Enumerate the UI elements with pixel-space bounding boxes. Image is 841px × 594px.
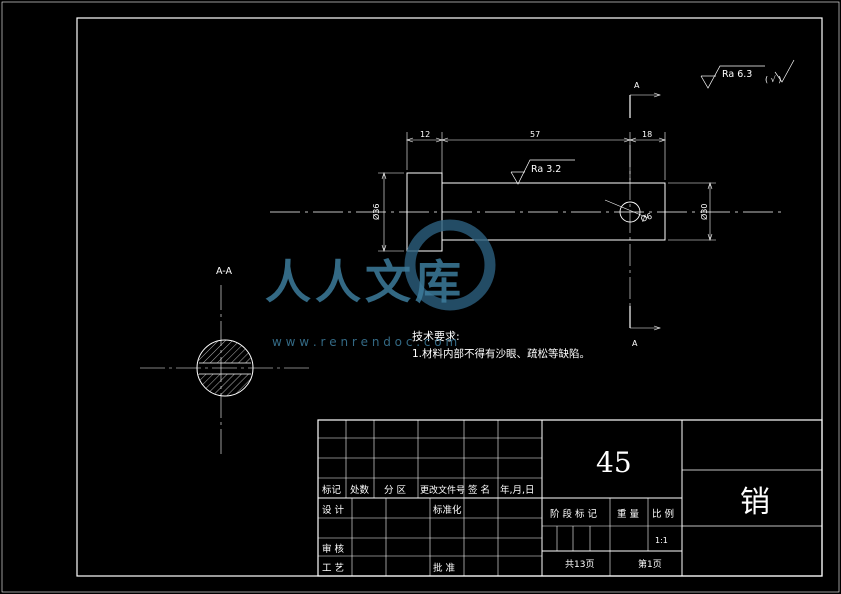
sheet-total: 共13页 xyxy=(565,559,594,570)
part-name: 销 xyxy=(740,485,770,520)
roughness-symbol-general xyxy=(700,59,795,89)
watermark-url: w w w . r e n r e n d o c . c o m xyxy=(272,335,457,349)
tb-biaoji: 标记 xyxy=(322,484,342,496)
length-dimensions xyxy=(406,132,666,180)
dim-dia-head: Ø36 xyxy=(371,204,381,220)
body-diameter-dimension xyxy=(668,182,716,241)
tech-req-item1: 1.材料内部不得有沙眼、疏松等缺陷。 xyxy=(412,347,590,360)
tb-zhongliang: 重 量 xyxy=(617,508,640,520)
tb-biaozhunhua: 标准化 xyxy=(433,504,462,516)
tb-shenhe: 审 核 xyxy=(322,543,345,555)
head-diameter-dimension xyxy=(378,172,404,252)
tb-bili: 比 例 xyxy=(652,508,674,520)
roughness-general-paren: ( √ ) xyxy=(765,75,781,84)
dim-length-end: 18 xyxy=(642,130,652,139)
tb-fenqu: 分 区 xyxy=(384,485,407,496)
section-view xyxy=(140,285,312,458)
roughness-surface-value: Ra 3.2 xyxy=(531,164,561,175)
tb-chushu: 处数 xyxy=(350,484,370,496)
tb-qianming: 签 名 xyxy=(468,484,490,496)
watermark-text: 人人文库 xyxy=(265,255,465,309)
tb-jieduan: 阶 段 标 记 xyxy=(550,508,598,520)
hole-dimension: Ø6 xyxy=(639,211,653,224)
dim-length-body: 57 xyxy=(530,130,540,139)
tb-gongyi: 工 艺 xyxy=(322,563,344,574)
dim-dia-body: Ø30 xyxy=(699,204,709,220)
title-block xyxy=(317,419,823,577)
tb-pizhun: 批 准 xyxy=(433,562,456,574)
dim-length-head: 12 xyxy=(420,130,430,139)
tech-req-title: 技术要求: xyxy=(412,330,460,343)
tb-genggai: 更改文件号 xyxy=(420,484,465,496)
section-mark-bottom: A xyxy=(632,339,638,348)
section-mark-top: A xyxy=(634,81,640,90)
roughness-general-value: Ra 6.3 xyxy=(722,69,752,80)
section-label: A-A xyxy=(216,266,233,277)
watermark-logo: 人人文库 w w w . r e n r e n d o c . c o m xyxy=(265,219,496,349)
material-label: 45 xyxy=(596,446,632,479)
tb-sheji: 设 计 xyxy=(322,504,345,516)
sheet-number: 第1页 xyxy=(638,558,662,570)
roughness-symbol-surface xyxy=(510,159,575,185)
scale-value: 1:1 xyxy=(655,536,668,545)
tb-riqi: 年,月,日 xyxy=(500,484,535,496)
